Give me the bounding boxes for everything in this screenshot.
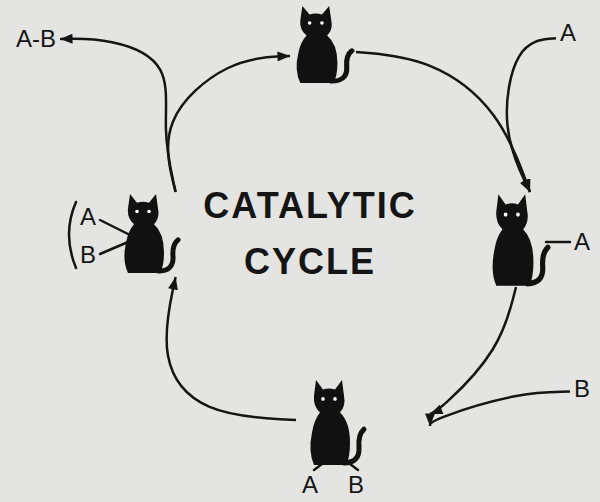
cat-eye	[147, 210, 151, 214]
cycle-arrow	[430, 392, 570, 426]
cat-eye	[321, 397, 325, 401]
species-label: A	[80, 204, 222, 230]
cat-body	[297, 6, 338, 83]
cat-body	[124, 194, 164, 273]
cat-illustration	[118, 192, 182, 274]
cycle-arrow	[167, 277, 296, 420]
cat-eye	[135, 210, 139, 214]
cycle-arrow	[507, 38, 556, 192]
cat-eye	[333, 397, 337, 401]
bond-line	[100, 220, 128, 234]
cat-stage: A	[486, 192, 600, 287]
bond-line	[546, 241, 570, 244]
cat-body	[493, 194, 534, 286]
bond-line	[69, 202, 76, 268]
cat-stage	[290, 4, 356, 84]
cycle-arrow	[60, 39, 176, 192]
cat-stage: AB	[62, 192, 204, 277]
species-label: A	[560, 20, 576, 46]
bond-line	[350, 464, 358, 470]
species-label: B	[348, 472, 482, 498]
diagram-title: CATALYTIC CYCLE	[180, 178, 440, 290]
species-label: B	[80, 242, 222, 268]
cat-eye	[308, 21, 312, 24]
species-label: A	[574, 229, 600, 255]
cat-illustration	[304, 378, 368, 466]
bond-line	[100, 242, 128, 254]
cat-eye	[320, 21, 324, 24]
species-label-box: A	[556, 20, 580, 46]
species-label-box: A-B	[12, 26, 60, 52]
cycle-arrow	[356, 52, 530, 192]
cat-illustration	[290, 4, 356, 84]
cycle-arrow	[430, 287, 516, 414]
cat-illustration	[486, 192, 552, 287]
species-label-box: B	[570, 376, 594, 402]
cat-eye	[504, 213, 508, 217]
cycle-arrow	[168, 56, 290, 192]
cat-body	[310, 380, 350, 465]
cat-eye	[516, 213, 520, 217]
species-label: A	[302, 472, 436, 498]
species-label: B	[574, 376, 590, 402]
species-label: A-B	[16, 26, 56, 52]
cat-stage: AB	[296, 378, 430, 498]
